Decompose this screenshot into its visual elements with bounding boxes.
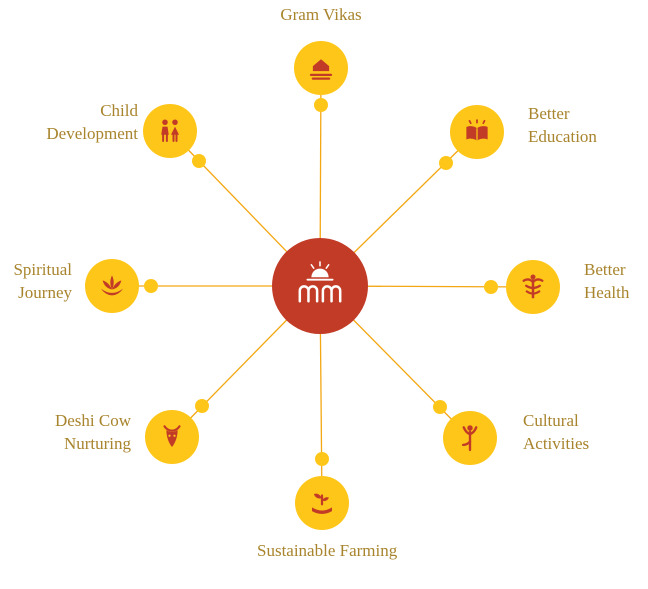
caduceus-icon bbox=[518, 272, 548, 302]
label-deshi-cow-nurturing: Deshi Cow Nurturing bbox=[54, 411, 131, 453]
connector-dot-bottom-right bbox=[433, 400, 447, 414]
lotus-icon bbox=[97, 271, 127, 301]
node-cultural-activities bbox=[443, 411, 497, 465]
node-child-development bbox=[143, 104, 197, 158]
label-better-education: Better Education bbox=[528, 104, 597, 146]
connector-dot-top-right bbox=[439, 156, 453, 170]
node-spiritual-journey bbox=[85, 259, 139, 313]
connector-dot-left bbox=[144, 279, 158, 293]
node-deshi-cow-nurturing bbox=[145, 410, 199, 464]
connector-dot-bottom-left bbox=[195, 399, 209, 413]
ashram-arches-sun-logo-icon bbox=[291, 259, 349, 314]
label-cultural-activities: Cultural Activities bbox=[523, 411, 590, 453]
label-child-development: Child Development bbox=[46, 101, 138, 143]
connector-dot-right bbox=[484, 280, 498, 294]
connector-dot-top bbox=[314, 98, 328, 112]
label-spiritual-journey: Spiritual Journey bbox=[13, 260, 72, 302]
node-sustainable-farming bbox=[295, 476, 349, 530]
label-gram-vikas: Gram Vikas bbox=[280, 5, 362, 24]
label-better-health: Better Health bbox=[584, 260, 630, 302]
label-sustainable-farming: Sustainable Farming bbox=[257, 541, 398, 560]
village-icon bbox=[306, 53, 336, 83]
children-icon bbox=[155, 116, 185, 146]
connector-dot-top-left bbox=[192, 154, 206, 168]
hand-sprout-icon bbox=[307, 488, 337, 518]
cow-icon bbox=[157, 422, 187, 452]
connector-dot-bottom bbox=[315, 452, 329, 466]
center-hub bbox=[272, 238, 368, 334]
node-gram-vikas bbox=[294, 41, 348, 95]
open-book-icon bbox=[462, 117, 492, 147]
yoga-pose-icon bbox=[455, 423, 485, 453]
node-better-education bbox=[450, 105, 504, 159]
node-better-health bbox=[506, 260, 560, 314]
